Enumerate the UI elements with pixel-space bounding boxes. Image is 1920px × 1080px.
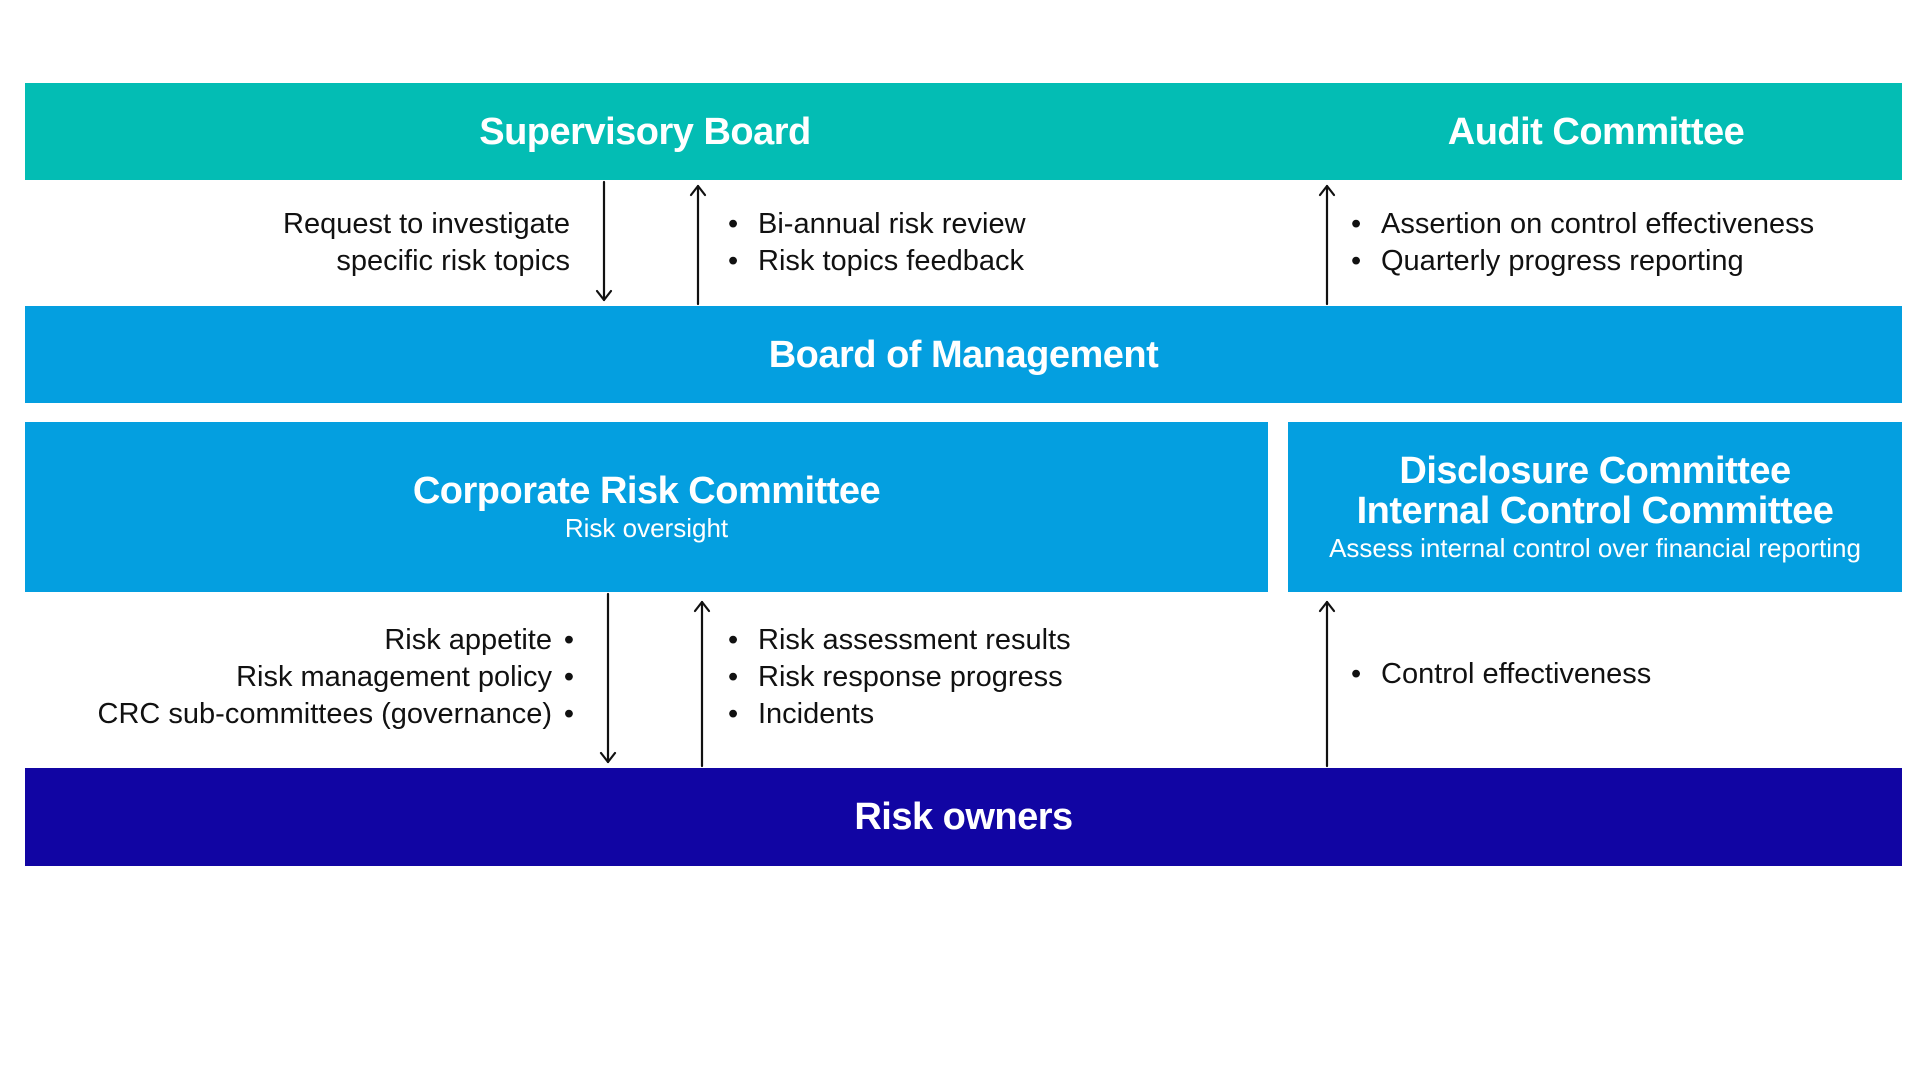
disclosure-committee-title: Disclosure Committee xyxy=(1399,450,1791,492)
supervisory-board-title: Supervisory Board xyxy=(479,110,811,153)
disclosure-committee-box: Disclosure Committee Internal Control Co… xyxy=(1288,422,1902,592)
list-item: •Quarterly progress reporting xyxy=(1351,245,1744,277)
list-item: Risk management policy• xyxy=(236,661,574,693)
arrowhead-sb-down xyxy=(595,289,613,302)
crc-up-text: •Risk assessment results •Risk response … xyxy=(724,622,1071,733)
risk-owners-title: Risk owners xyxy=(854,796,1073,838)
list-item: CRC sub-committees (governance)• xyxy=(97,698,574,730)
list-item: •Control effectiveness xyxy=(1351,658,1652,690)
list-item: •Risk topics feedback xyxy=(728,245,1024,277)
list-item: •Bi-annual risk review xyxy=(728,208,1026,240)
corporate-risk-committee-box: Corporate Risk Committee Risk oversight xyxy=(25,422,1268,592)
corporate-risk-committee-title: Corporate Risk Committee xyxy=(412,470,881,512)
top-band xyxy=(25,83,1902,180)
list-item: Risk appetite• xyxy=(384,624,574,656)
arrowhead-ac-up xyxy=(1318,184,1336,197)
crc-down-text: Risk appetite• Risk management policy• C… xyxy=(98,622,578,733)
risk-owners-box: Risk owners xyxy=(25,768,1902,866)
arrowhead-sb-up xyxy=(689,184,707,197)
audit-committee-box: Audit Committee xyxy=(1290,83,1902,180)
list-item: •Risk assessment results xyxy=(728,624,1071,656)
arrowhead-crc-down xyxy=(599,751,617,764)
arrowhead-dc-up xyxy=(1318,600,1336,613)
sb-up-text: •Bi-annual risk review •Risk topics feed… xyxy=(724,206,1026,280)
ac-up-text: •Assertion on control effectiveness •Qua… xyxy=(1347,206,1814,280)
internal-control-committee-title: Internal Control Committee xyxy=(1356,490,1834,532)
dc-up-text: •Control effectiveness xyxy=(1347,656,1651,693)
corporate-risk-committee-subtitle: Risk oversight xyxy=(564,513,729,543)
disclosure-committee-subtitle: Assess internal control over financial r… xyxy=(1329,533,1861,563)
arrowhead-crc-up xyxy=(693,600,711,613)
supervisory-board-box: Supervisory Board xyxy=(25,83,1265,180)
sb-down-text: Request to investigate specific risk top… xyxy=(283,206,570,280)
audit-committee-title: Audit Committee xyxy=(1447,110,1745,153)
board-of-management-title: Board of Management xyxy=(768,333,1159,376)
sb-down-line1: Request to investigate xyxy=(283,208,570,240)
list-item: •Incidents xyxy=(728,698,875,730)
list-item: •Risk response progress xyxy=(728,661,1063,693)
sb-down-line2: specific risk topics xyxy=(336,245,570,277)
list-item: •Assertion on control effectiveness xyxy=(1351,208,1815,240)
board-of-management-box: Board of Management xyxy=(25,306,1902,403)
